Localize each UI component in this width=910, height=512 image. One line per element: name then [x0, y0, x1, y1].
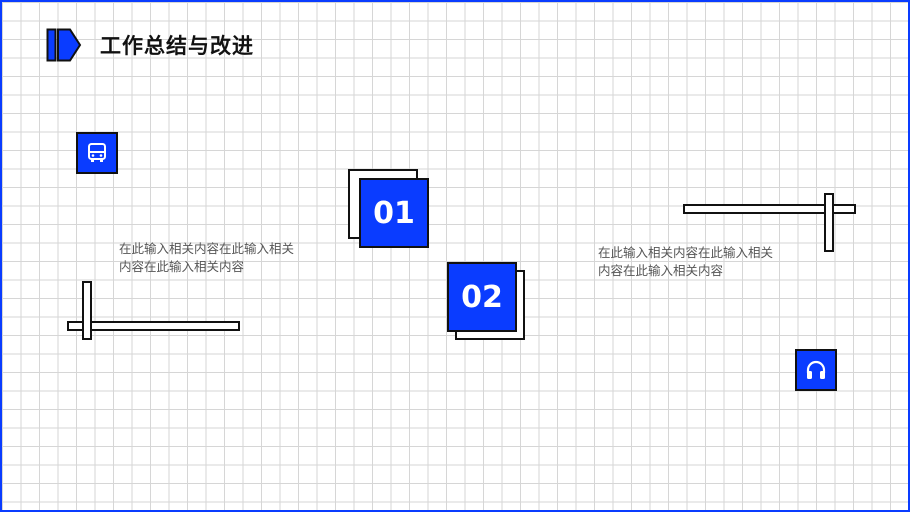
decor-bar-horizontal-right [683, 204, 856, 214]
bus-icon-box [76, 132, 118, 174]
number-02-badge: 02 [447, 262, 517, 332]
decor-bar-vertical-right [824, 193, 834, 252]
page-title: 工作总结与改进 [100, 34, 254, 58]
decor-bar-horizontal-left [67, 321, 240, 331]
slide-header: 工作总结与改进 [46, 28, 254, 62]
bus-icon [88, 143, 106, 162]
headphones-icon [806, 360, 826, 379]
item-02-text: 在此输入相关内容在此输入相关内容在此输入相关内容 [598, 245, 774, 278]
number-01-badge: 01 [359, 178, 429, 248]
item-01-text: 在此输入相关内容在此输入相关内容在此输入相关内容 [119, 241, 295, 274]
decor-bar-vertical-left [82, 281, 92, 340]
chevron-flag-icon [46, 28, 82, 62]
headphones-icon-box [795, 349, 837, 391]
